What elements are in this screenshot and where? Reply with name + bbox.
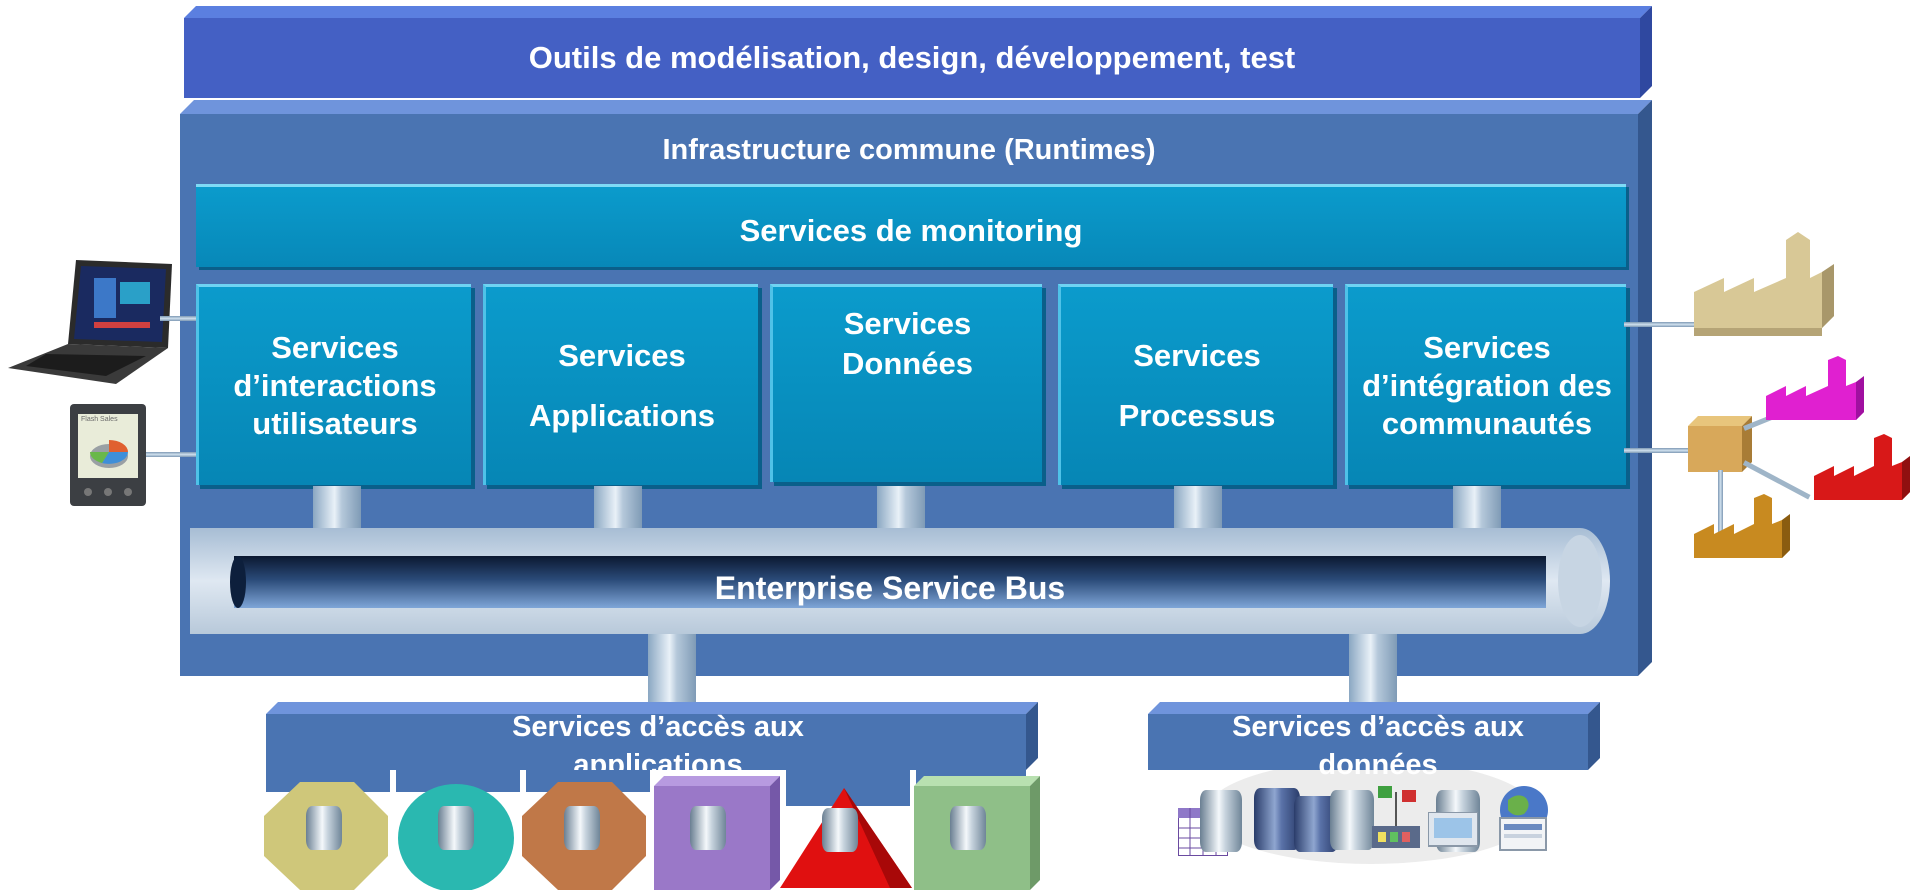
connector <box>1453 486 1501 530</box>
connector <box>877 486 925 530</box>
factory-icon <box>1694 232 1834 336</box>
monitoring-bar: Services de monitoring <box>196 184 1626 267</box>
service-line: Processus <box>1118 398 1276 433</box>
tools-bar: Outils de modélisation, design, développ… <box>184 6 1652 98</box>
database-icon <box>950 806 986 850</box>
connector <box>1174 486 1222 530</box>
data-access-shape <box>1148 702 1600 770</box>
service-processes: Services Processus <box>1058 284 1333 485</box>
hub-connector <box>1624 448 1690 453</box>
monitor-icon <box>1428 812 1478 847</box>
database-icon <box>306 806 342 850</box>
database-icon <box>1330 790 1374 850</box>
database-icon <box>1200 790 1242 852</box>
service-line: Services <box>843 306 972 341</box>
database-icon <box>1254 788 1300 850</box>
service-line: Services <box>1133 338 1261 373</box>
globe-icon <box>1499 786 1548 851</box>
service-user-interactions: Services d’interactions utilisateurs <box>196 284 471 485</box>
service-line: Données <box>842 346 973 381</box>
database-icon <box>822 808 858 852</box>
esb-pipe-shape <box>190 528 1610 634</box>
laptop-icon <box>8 260 172 384</box>
service-line: Services <box>271 330 399 365</box>
laptop-connector <box>160 316 196 321</box>
hub-to-orange-wire <box>1718 470 1723 534</box>
app-access-shape <box>266 702 1038 770</box>
app-access-block: Services d’accès aux applications <box>266 702 1038 890</box>
folder-tree-icon <box>1372 786 1420 848</box>
connector <box>1349 634 1397 712</box>
factory-icon <box>1766 356 1864 420</box>
pda-connector <box>146 452 196 457</box>
service-line: communautés <box>1381 406 1593 441</box>
factory-connector <box>1624 322 1696 327</box>
factory-icon <box>1694 494 1790 558</box>
monitoring-title: Services de monitoring <box>739 213 1083 248</box>
connector <box>313 486 361 530</box>
esb-title: Enterprise Service Bus <box>714 570 1066 606</box>
data-access-line: données <box>1318 749 1438 781</box>
service-line: d’intégration des <box>1362 368 1612 403</box>
connector <box>594 486 642 530</box>
service-line: Services <box>1423 330 1551 365</box>
data-access-title: Services d’accès aux données <box>1148 708 1608 784</box>
database-icon <box>564 806 600 850</box>
app-access-title: Services d’accès aux applications <box>266 708 1050 784</box>
service-applications: Services Applications <box>483 284 758 485</box>
esb-pipe: Enterprise Service Bus <box>190 528 1610 634</box>
service-line: Applications <box>528 398 715 433</box>
database-icon <box>438 806 474 850</box>
service-data: Services Données <box>770 284 1042 482</box>
service-line: d’interactions <box>233 368 437 403</box>
tools-bar-shape <box>184 6 1652 98</box>
tools-bar-title: Outils de modélisation, design, développ… <box>528 40 1296 75</box>
data-access-block: Services d’accès aux données <box>1148 702 1600 782</box>
adapter-tab <box>396 770 520 792</box>
service-line: Services <box>558 338 686 373</box>
pda-icon: Flash Sales <box>70 404 146 506</box>
pie-chart-icon <box>90 440 128 468</box>
service-line: utilisateurs <box>252 406 418 441</box>
factory-icon <box>1814 434 1910 500</box>
connector <box>648 634 696 712</box>
pda-screen-title: Flash Sales <box>81 416 118 423</box>
database-icon <box>690 806 726 850</box>
infrastructure-title: Infrastructure commune (Runtimes) <box>662 134 1156 166</box>
service-community-integration: Services d’intégration des communautés <box>1345 284 1626 485</box>
data-access-line: Services d’accès aux <box>1232 711 1524 743</box>
app-access-line: Services d’accès aux <box>512 711 804 743</box>
